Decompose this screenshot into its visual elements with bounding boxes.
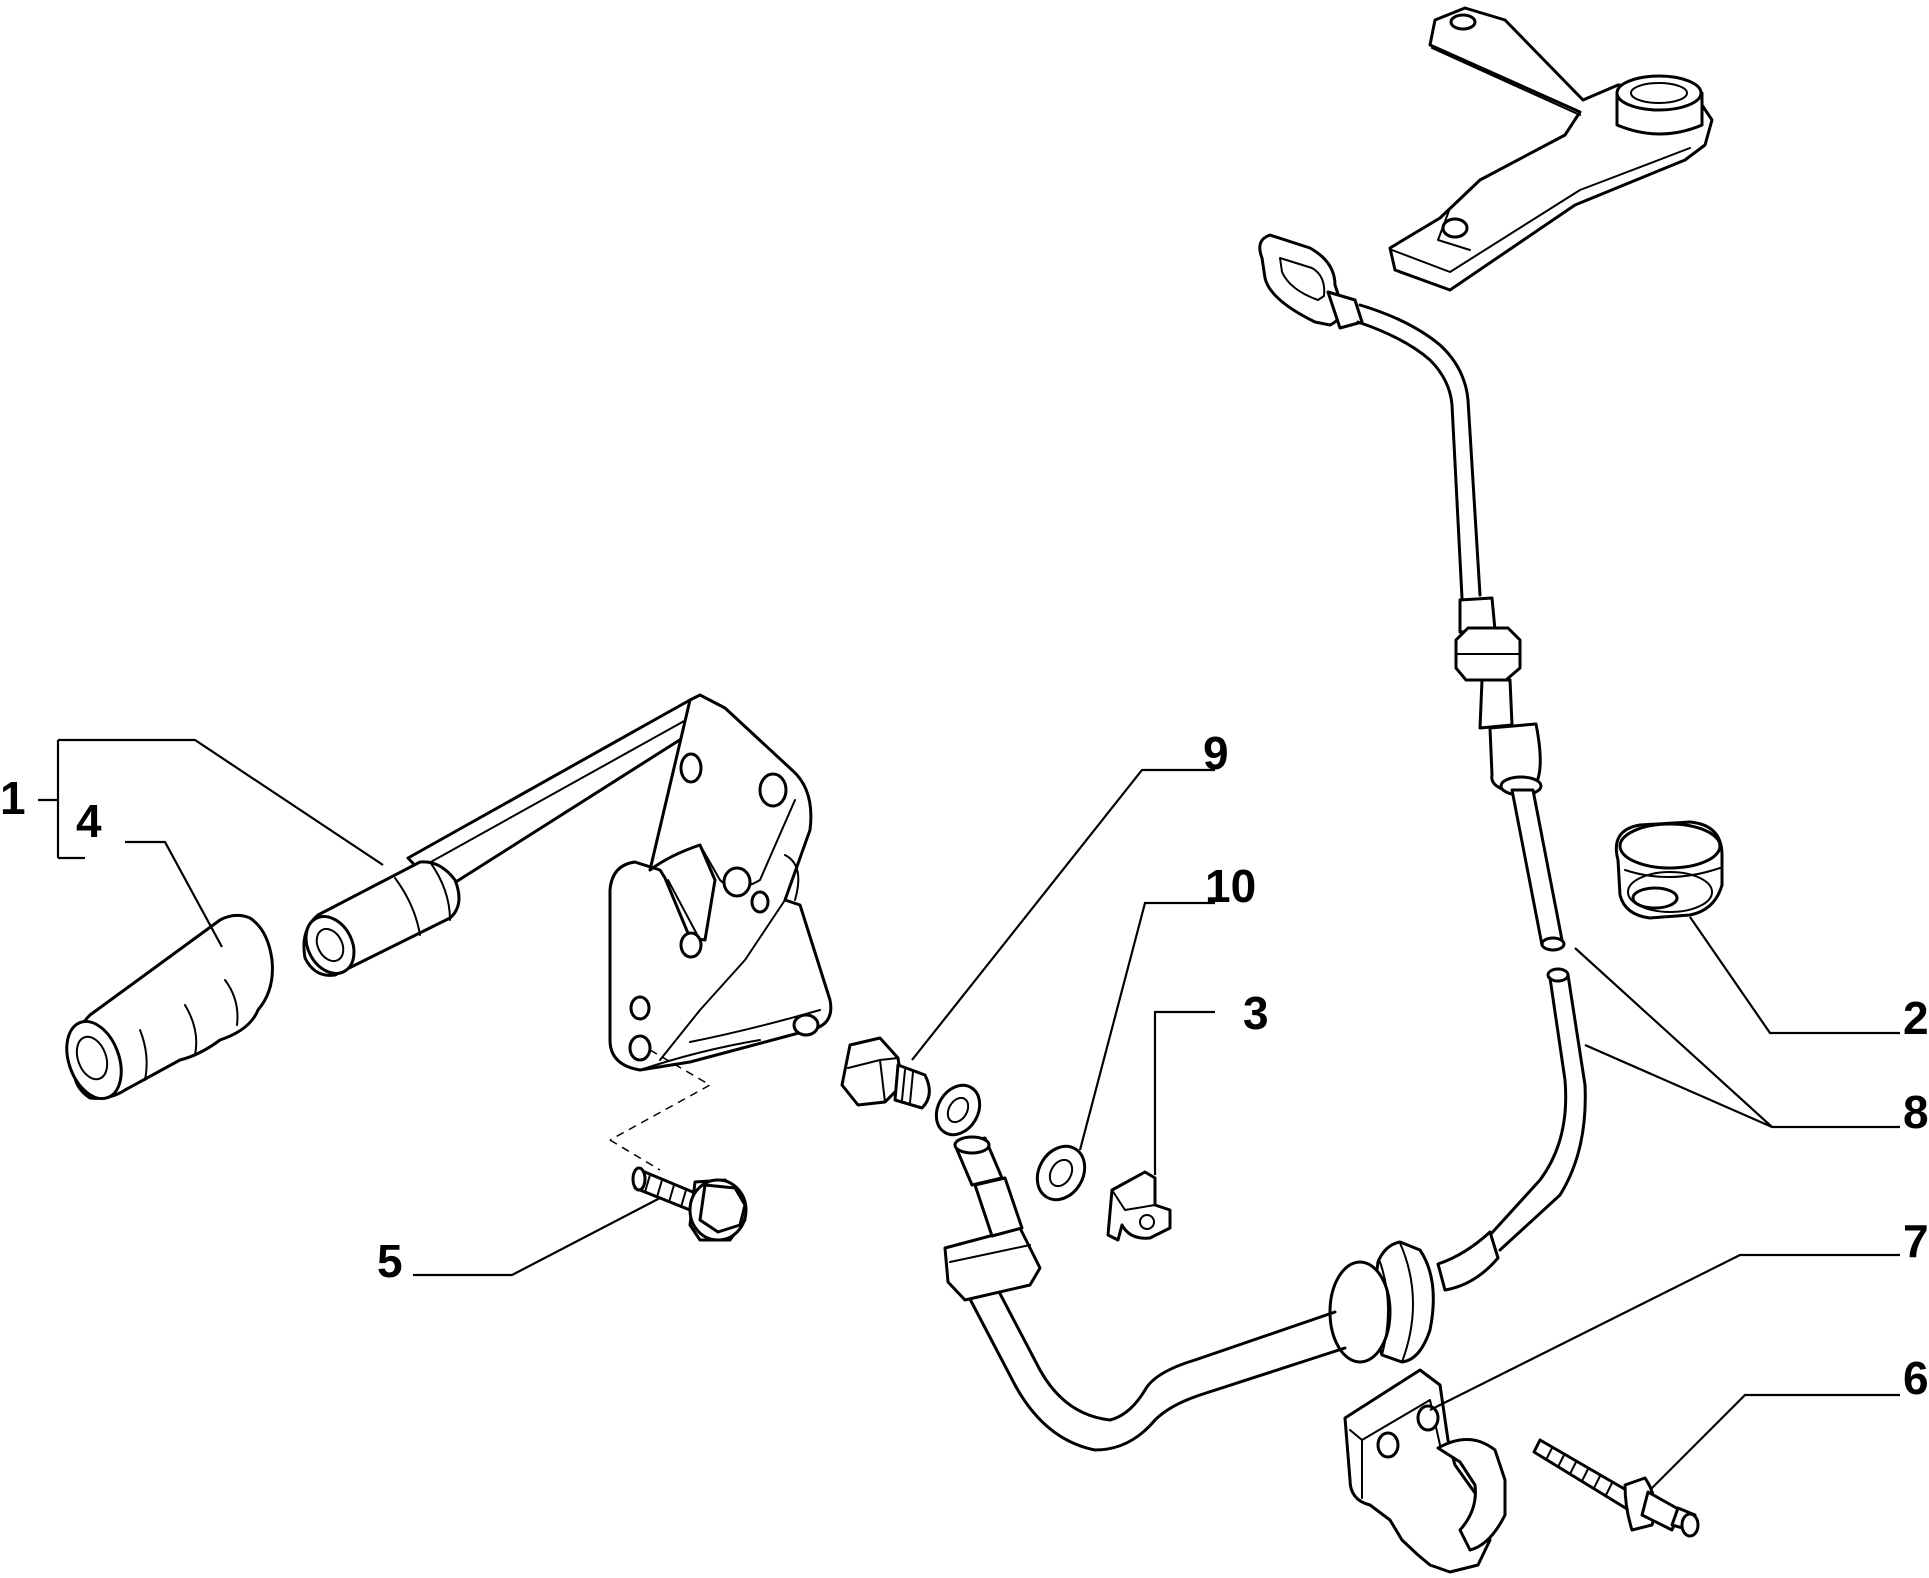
callout-2: 2 [1903,992,1929,1044]
washer-9 [934,1083,982,1137]
leader-lines [38,738,1900,1491]
cable-lower-section [943,967,1587,1452]
mounting-bracket [1343,1368,1507,1574]
callout-9: 9 [1203,727,1229,779]
callouts: 1 4 5 9 10 3 2 8 7 6 [0,727,1929,1404]
callout-7: 7 [1903,1215,1929,1267]
top-bracket-lever [1388,6,1714,292]
hex-bolt [840,1036,931,1110]
retaining-clip [1106,1170,1172,1242]
callout-5: 5 [377,1235,403,1287]
callout-6: 6 [1903,1352,1929,1404]
callout-10: 10 [1205,860,1256,912]
callout-1: 1 [0,772,26,824]
callout-4: 4 [76,795,102,847]
cable-upper-section [1356,303,1566,952]
washer-10 [1035,1144,1087,1202]
callout-3: 3 [1243,987,1269,1039]
callout-8: 8 [1903,1086,1929,1138]
alignment-dashed-line [609,1049,712,1171]
rubber-grommet [1614,820,1724,920]
cable-upper-eye [1258,233,1364,330]
blind-rivet [1532,1438,1700,1538]
flange-bolt [631,1166,748,1242]
handle-grip [65,913,274,1101]
handbrake-lever-assembly [302,693,833,1072]
